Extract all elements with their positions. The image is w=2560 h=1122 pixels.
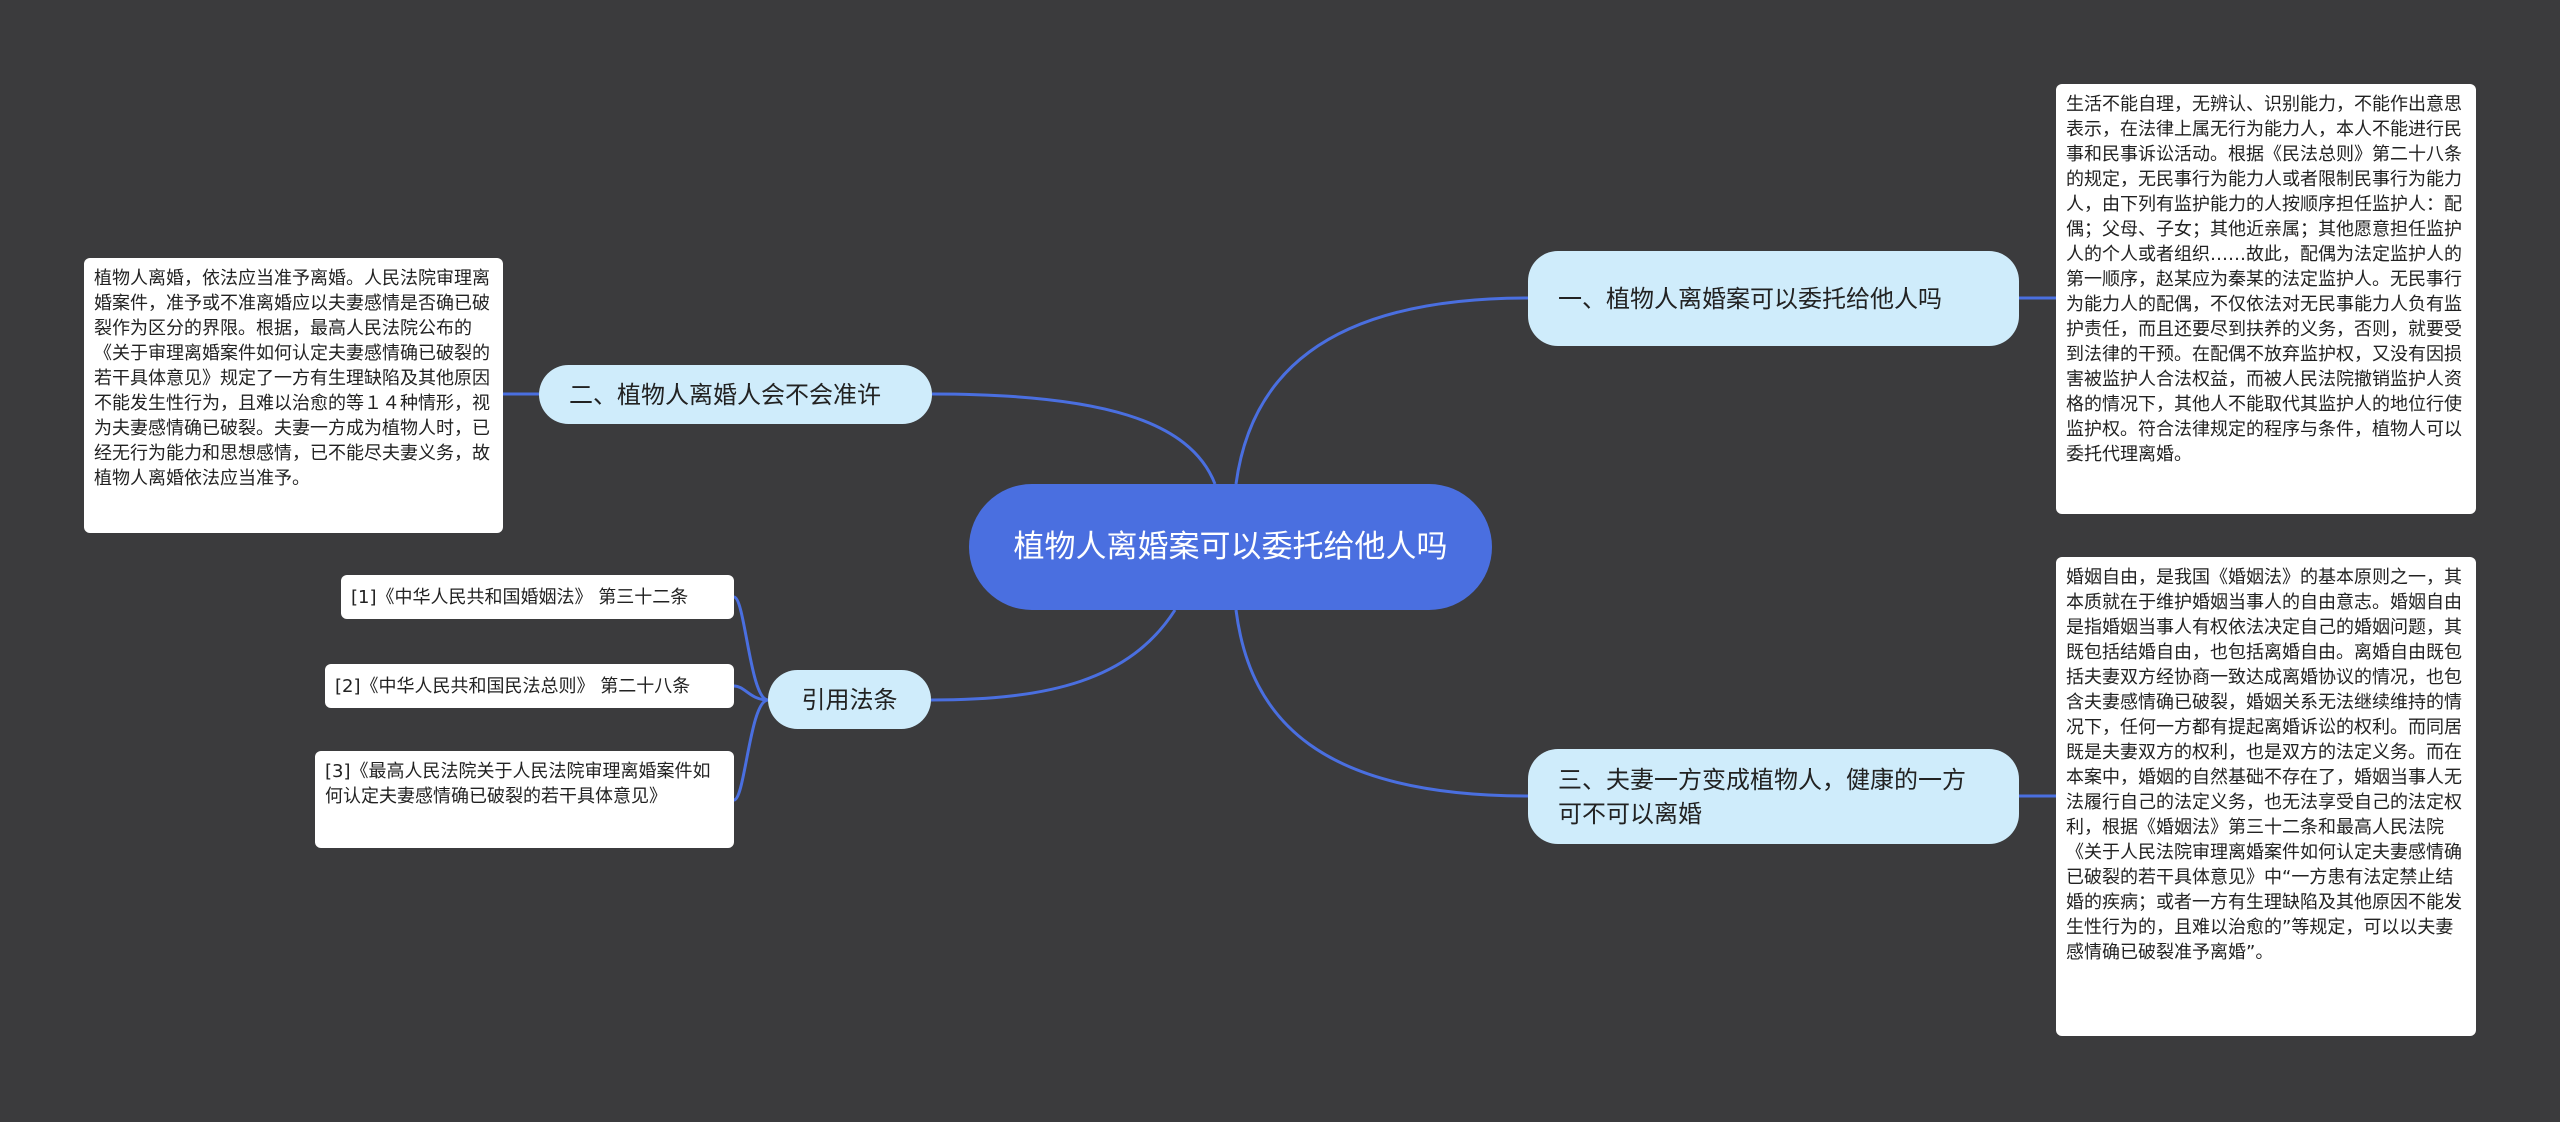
branch-approval[interactable]: 二、植物人离婚人会不会准许 [539,365,932,424]
link-root-branch2 [931,392,1217,485]
leaf-delegation-detail: 生活不能自理，无辨认、识别能力，不能作出意思表示，在法律上属无行为能力人，本人不… [2056,84,2476,514]
branch-label: 三、夫妻一方变成植物人，健康的一方可不可以离婚 [1558,765,1966,828]
link-refs-1 [732,595,769,702]
leaf-ref-3: [3]《最高人民法院关于人民法院审理离婚案件如何认定夫妻感情确已破裂的若干具体意… [315,751,734,848]
leaf-ref-2: [2]《中华人民共和国民法总则》 第二十八条 [325,664,734,708]
link-root-branch3 [1234,609,1529,798]
ref-text: [1]《中华人民共和国婚姻法》 第三十二条 [351,586,689,608]
branch-divorce-possible[interactable]: 三、夫妻一方变成植物人，健康的一方可不可以离婚 [1528,749,2019,844]
branch-cited-laws[interactable]: 引用法条 [768,670,931,729]
link-root-branch1 [1234,296,1529,485]
ref-text: [3]《最高人民法院关于人民法院审理离婚案件如何认定夫妻感情确已破裂的若干具体意… [325,761,711,807]
root-title: 植物人离婚案可以委托给他人吗 [1013,529,1448,565]
link-root-branch4 [930,609,1177,702]
ref-text: [2]《中华人民共和国民法总则》 第二十八条 [335,675,691,697]
root-node[interactable]: 植物人离婚案可以委托给他人吗 [969,484,1492,610]
leaf-ref-1: [1]《中华人民共和国婚姻法》 第三十二条 [341,575,734,619]
branch-label: 一、植物人离婚案可以委托给他人吗 [1558,284,1942,313]
leaf-approval-detail: 植物人离婚，依法应当准予离婚。人民法院审理离婚案件，准予或不准离婚应以夫妻感情是… [84,258,503,533]
leaf-divorce-detail: 婚姻自由，是我国《婚姻法》的基本原则之一，其本质就在于维护婚姻当事人的自由意志。… [2056,557,2476,1036]
branch-label: 引用法条 [801,685,898,714]
branch-label: 二、植物人离婚人会不会准许 [569,380,881,409]
link-refs-2 [733,684,769,702]
branch-delegation[interactable]: 一、植物人离婚案可以委托给他人吗 [1528,251,2019,346]
link-refs-3 [733,698,769,802]
